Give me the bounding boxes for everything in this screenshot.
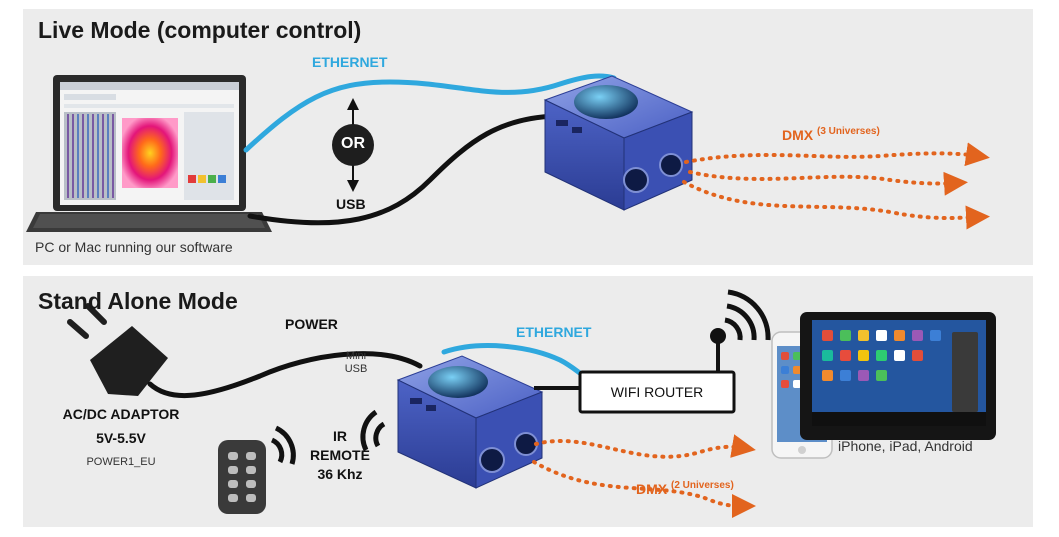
- ir-label-line2: REMOTE: [310, 447, 370, 463]
- dmx-signal-standalone-1: [534, 434, 756, 459]
- ethernet-cable-live: [243, 73, 617, 153]
- standalone-dmx-text: DMX: [636, 481, 668, 497]
- ir-signal-receiver-icon: [360, 409, 386, 452]
- tablet-icon: [800, 312, 996, 440]
- ir-label-line1: IR: [333, 428, 347, 444]
- live-dmx-text: DMX: [782, 127, 814, 143]
- live-ethernet-label: ETHERNET: [312, 54, 388, 70]
- dmx-signal-standalone-2: [532, 460, 756, 518]
- live-mode-title: Live Mode (computer control): [38, 17, 362, 43]
- standalone-ethernet-label: ETHERNET: [516, 324, 592, 340]
- adaptor-label-line2: 5V-5.5V: [96, 430, 146, 446]
- live-dmx-label: DMX (3 Universes): [782, 126, 880, 143]
- standalone-dmx-label: DMX (2 Universes): [636, 480, 734, 497]
- dmx-interface-standalone-icon: [396, 355, 544, 489]
- pc-caption: PC or Mac running our software: [35, 239, 233, 255]
- dmx-signal-live-3: [682, 180, 990, 230]
- live-usb-label: USB: [336, 196, 366, 212]
- adaptor-label-line1: AC/DC ADAPTOR: [62, 406, 180, 422]
- dmx-interface-live-icon: [543, 75, 694, 211]
- dmx-signal-live-1: [684, 142, 990, 167]
- power-cable: [147, 351, 423, 399]
- devices-caption: iPhone, iPad, Android: [838, 438, 973, 454]
- dmx-signal-live-2: [688, 170, 968, 196]
- software-color-matrix: [122, 118, 178, 188]
- ir-signal-remote-icon: [270, 425, 296, 465]
- or-label: OR: [341, 135, 365, 152]
- live-dmx-universes: (3 Universes): [817, 126, 880, 137]
- wifi-router-box: [578, 370, 736, 414]
- wifi-antenna-icon: [710, 289, 771, 372]
- ir-label-line3: 36 Khz: [317, 466, 363, 482]
- wifi-router-label: WIFI ROUTER: [610, 384, 704, 400]
- standalone-mode-title: Stand Alone Mode: [38, 288, 238, 314]
- mini-usb-label-line1: Mini: [345, 350, 367, 362]
- laptop-icon: [26, 75, 272, 232]
- ir-remote-icon: [218, 440, 266, 514]
- power-label: POWER: [285, 316, 338, 332]
- standalone-dmx-universes: (2 Universes): [671, 480, 734, 491]
- adaptor-model-label: POWER1_EU: [86, 456, 156, 468]
- mini-usb-label-line2: USB: [344, 363, 368, 375]
- software-fader-bank: [64, 112, 116, 200]
- power-adaptor-icon: [67, 303, 168, 396]
- or-badge: [332, 124, 374, 166]
- usb-cable-live: [247, 113, 559, 226]
